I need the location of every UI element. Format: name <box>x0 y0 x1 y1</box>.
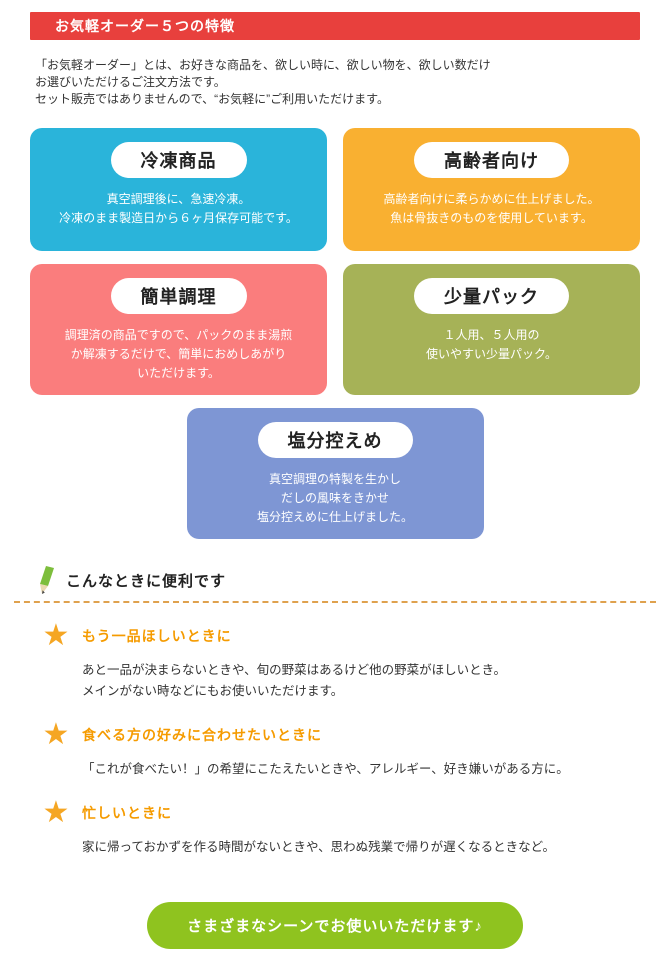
feature-description-line: 真空調理の特製を生かし <box>268 472 401 486</box>
footer-badge: さまざまなシーンでお使いいただけます♪ <box>147 902 523 949</box>
use-case-head: ★ 食べる方の好みに合わせたいときに <box>40 720 640 750</box>
convenient-heading-text: こんなときに便利です <box>66 572 227 590</box>
section-header: お気軽オーダー５つの特徴 <box>30 12 640 40</box>
intro-line: 「お気軽オーダー」とは、お好きな商品を、欲しい時に、欲しい物を、欲しい数だけ <box>35 58 491 72</box>
feature-description-line: 塩分控えめに仕上げました。 <box>256 510 413 524</box>
intro-line: セット販売ではありませんので、“お気軽に”ご利用いただけます。 <box>35 92 389 106</box>
star-icon: ★ <box>42 718 70 751</box>
feature-description-line: いただけます。 <box>137 366 220 380</box>
use-case-title: もう一品ほしいときに <box>82 628 232 644</box>
feature-cards: 冷凍商品 真空調理後に、急速冷凍。 冷凍のまま製造日から６ヶ月保存可能です。 高… <box>30 128 640 395</box>
use-case-description-line: 「これが食べたい！」の希望にこたえたいときや、アレルギー、好き嫌いがある方に。 <box>82 762 569 776</box>
use-case-description-line: あと一品が決まらないときや、旬の野菜はあるけど他の野菜がほしいとき。 <box>82 663 507 677</box>
use-case-list: ★ もう一品ほしいときに あと一品が決まらないときや、旬の野菜はあるけど他の野菜… <box>40 621 640 858</box>
order-features-page: お気軽オーダー５つの特徴 「お気軽オーダー」とは、お好きな商品を、欲しい時に、欲… <box>14 12 670 949</box>
feature-description-line: か解凍するだけで、簡単におめしあがり <box>70 347 287 361</box>
feature-description-line: 使いやすい少量パック。 <box>425 347 558 361</box>
use-case-description-line: 家に帰っておかずを作る時間がないときや、思わぬ残業で帰りが遅くなるときなど。 <box>82 840 556 854</box>
feature-card-senior: 高齢者向け 高齢者向けに柔らかめに仕上げました。 魚は骨抜きのものを使用していま… <box>343 128 640 251</box>
intro-paragraph: 「お気軽オーダー」とは、お好きな商品を、欲しい時に、欲しい物を、欲しい数だけ お… <box>35 57 640 108</box>
use-case-title: 食べる方の好みに合わせたいときに <box>82 727 322 743</box>
feature-card-frozen: 冷凍商品 真空調理後に、急速冷凍。 冷凍のまま製造日から６ヶ月保存可能です。 <box>30 128 327 251</box>
use-case-item: ★ 忙しいときに 家に帰っておかずを作る時間がないときや、思わぬ残業で帰りが遅く… <box>40 798 640 858</box>
feature-label: 冷凍商品 <box>110 142 247 178</box>
feature-description-line: 調理済の商品ですので、パックのまま湯煎 <box>64 328 293 342</box>
feature-description-line: １人用、５人用の <box>443 328 540 342</box>
feature-label: 塩分控えめ <box>257 422 413 458</box>
star-icon: ★ <box>42 619 70 652</box>
feature-card-small-pack: 少量パック １人用、５人用の 使いやすい少量パック。 <box>343 264 640 395</box>
pencil-icon <box>38 565 58 595</box>
feature-description-line: だしの風味をきかせ <box>280 491 389 505</box>
use-case-description: 家に帰っておかずを作る時間がないときや、思わぬ残業で帰りが遅くなるときなど。 <box>82 837 640 858</box>
use-case-item: ★ もう一品ほしいときに あと一品が決まらないときや、旬の野菜はあるけど他の野菜… <box>40 621 640 702</box>
use-case-title: 忙しいときに <box>82 805 172 821</box>
use-case-description: 「これが食べたい！」の希望にこたえたいときや、アレルギー、好き嫌いがある方に。 <box>82 759 640 780</box>
feature-card-center-wrap: 塩分控えめ 真空調理の特製を生かし だしの風味をきかせ 塩分控えめに仕上げました… <box>186 408 484 539</box>
star-icon: ★ <box>42 796 70 829</box>
feature-card-easy-cooking: 簡単調理 調理済の商品ですので、パックのまま湯煎 か解凍するだけで、簡単におめし… <box>30 264 327 395</box>
use-case-item: ★ 食べる方の好みに合わせたいときに 「これが食べたい！」の希望にこたえたいとき… <box>40 720 640 780</box>
use-case-description-line: メインがない時などにもお使いいただけます。 <box>82 684 344 698</box>
feature-description-line: 高齢者向けに柔らかめに仕上げました。 <box>383 192 600 206</box>
use-case-description: あと一品が決まらないときや、旬の野菜はあるけど他の野菜がほしいとき。 メインがな… <box>82 660 640 702</box>
intro-line: お選びいただけるご注文方法です。 <box>35 75 226 89</box>
feature-description-line: 魚は骨抜きのものを使用しています。 <box>390 211 593 225</box>
feature-card-low-salt: 塩分控えめ 真空調理の特製を生かし だしの風味をきかせ 塩分控えめに仕上げました… <box>186 408 484 539</box>
feature-label: 少量パック <box>414 278 569 314</box>
feature-description-line: 真空調理後に、急速冷凍。 <box>106 192 251 206</box>
feature-label: 高齢者向け <box>414 142 569 178</box>
convenient-section-heading: こんなときに便利です <box>38 565 670 595</box>
feature-description-line: 冷凍のまま製造日から６ヶ月保存可能です。 <box>59 211 298 225</box>
use-case-head: ★ 忙しいときに <box>40 798 640 828</box>
feature-label: 簡単調理 <box>110 278 247 314</box>
page-title: お気軽オーダー５つの特徴 <box>55 18 235 34</box>
use-case-head: ★ もう一品ほしいときに <box>40 621 640 651</box>
dashed-divider <box>14 601 656 603</box>
